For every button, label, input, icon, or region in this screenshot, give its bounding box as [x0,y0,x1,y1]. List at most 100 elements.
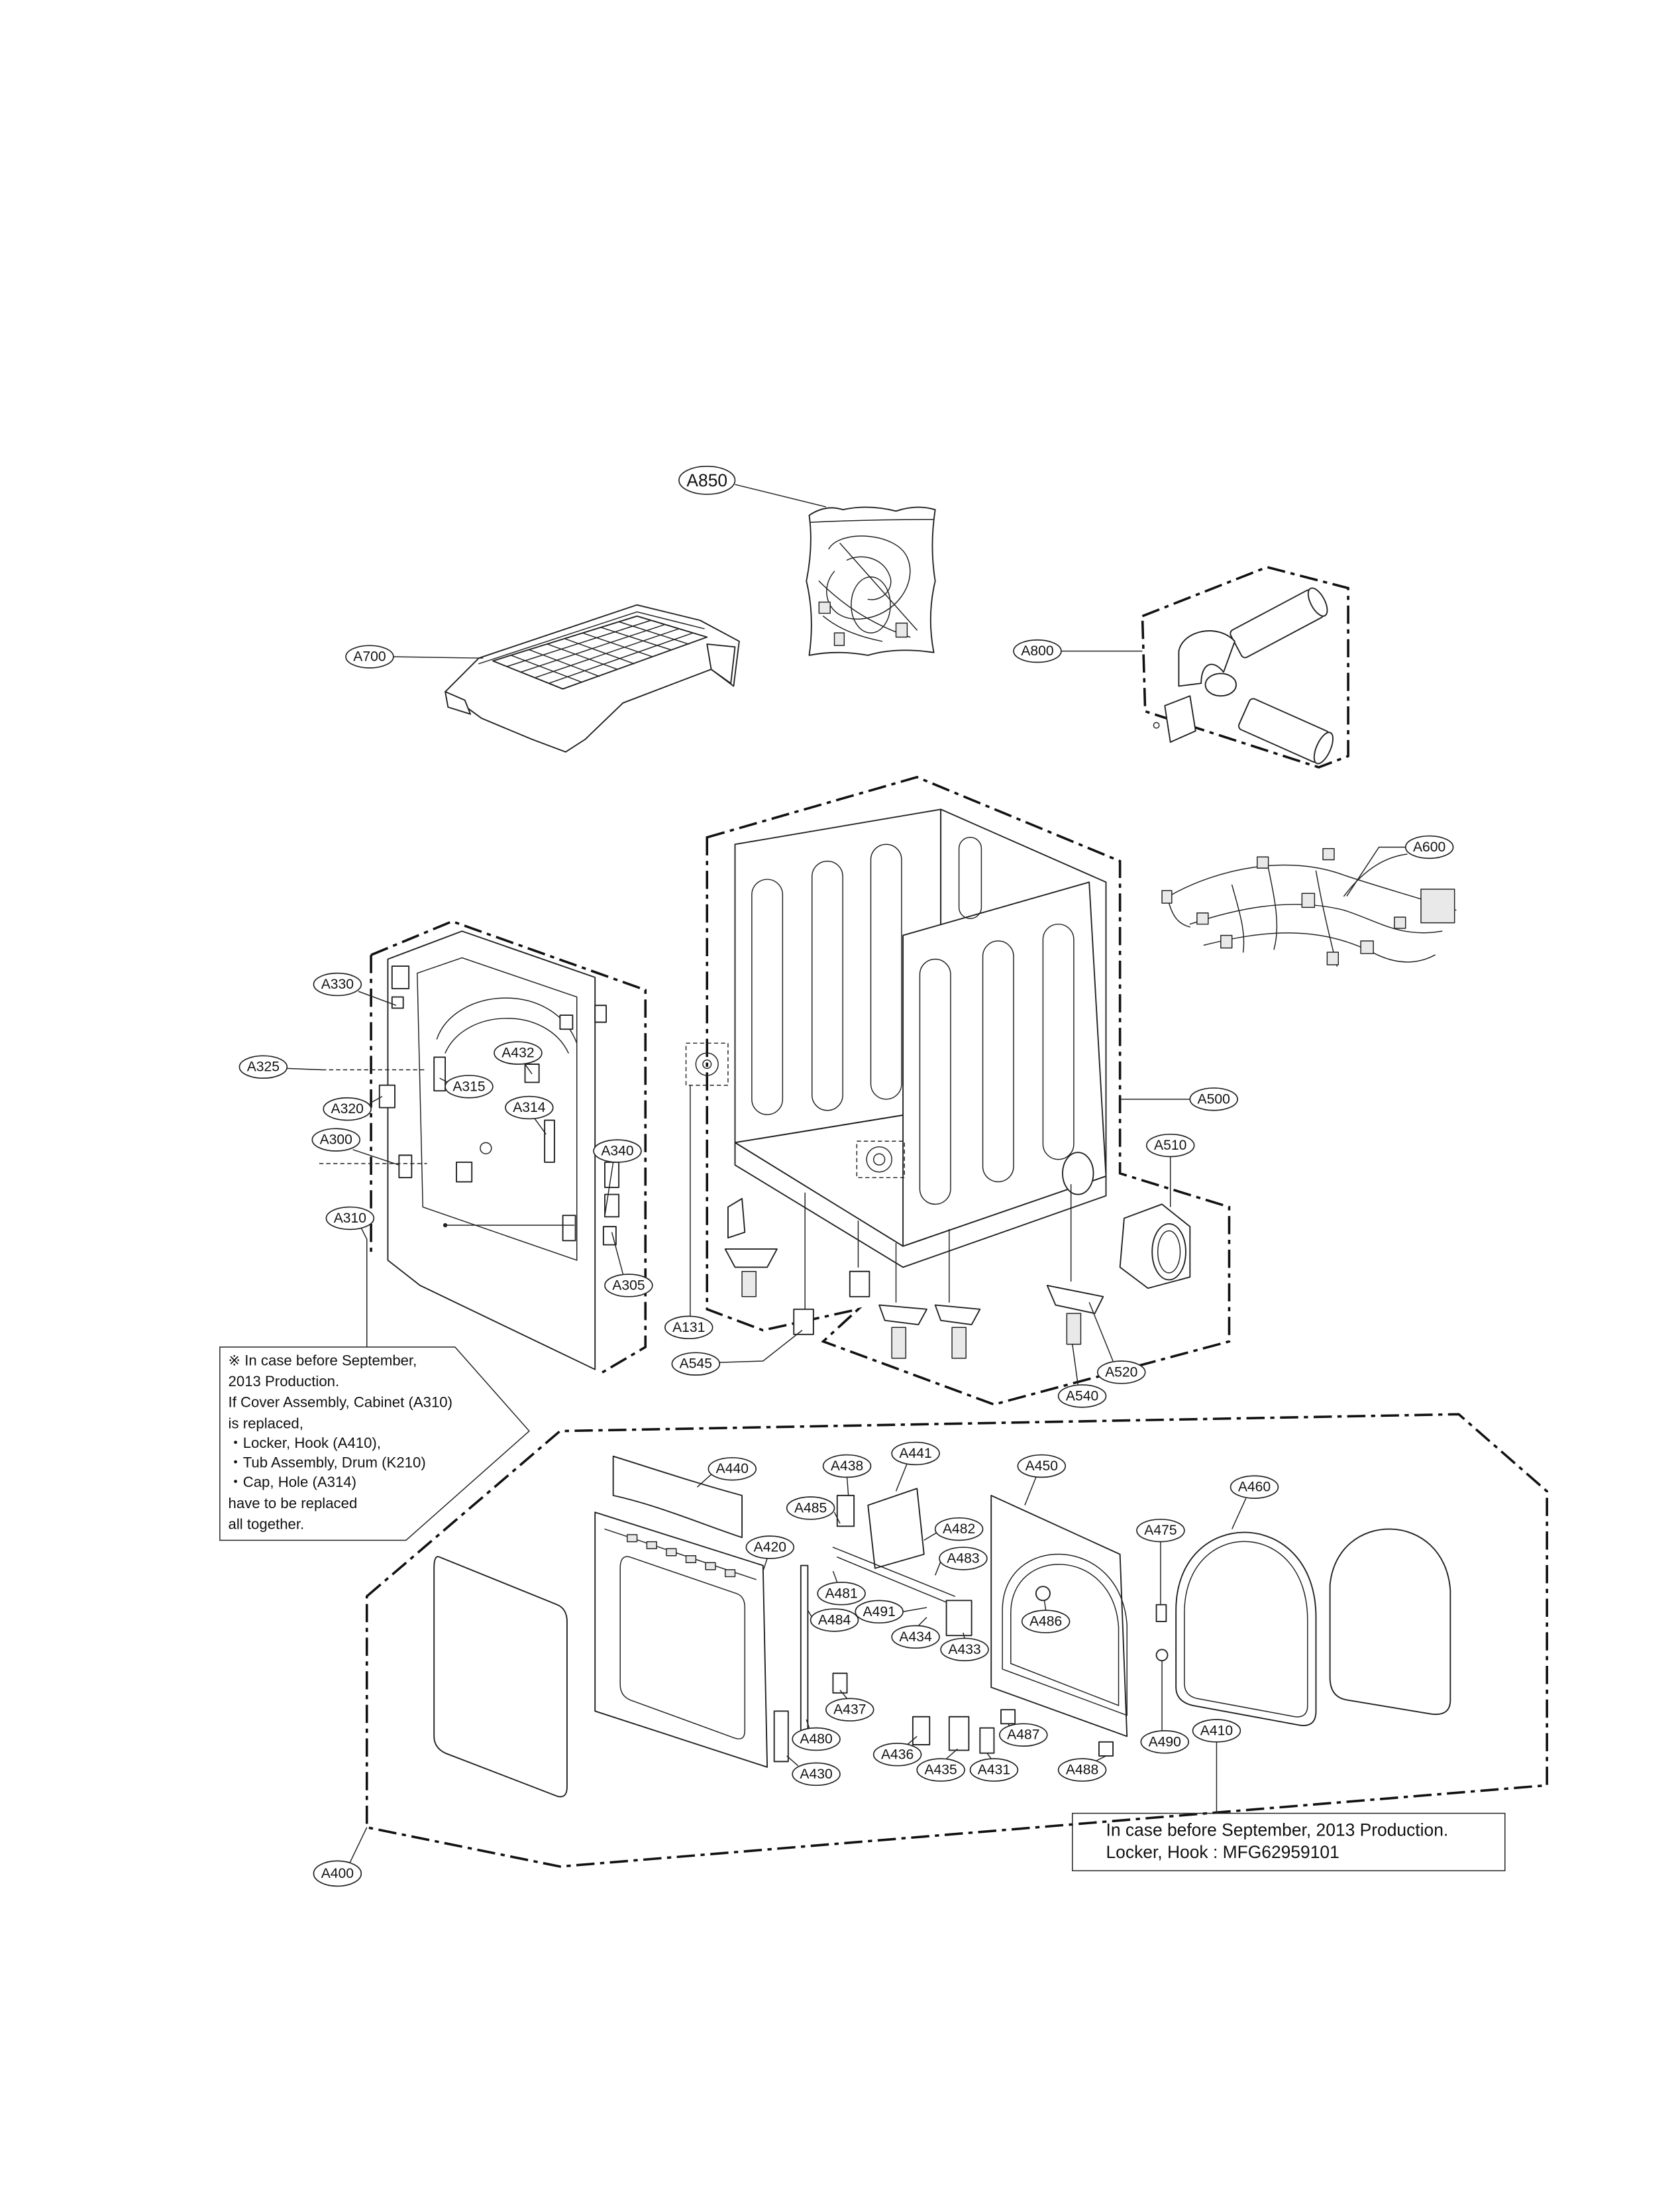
callout-a420: A420 [745,1535,795,1572]
wire-harness [1161,848,1457,967]
callout-a314: A314 [505,1095,554,1135]
callout-a850: A850 [678,465,827,508]
vent-kit [1141,565,1349,769]
callout-label: A490 [1149,1734,1181,1749]
cover-assembly-boundary [370,920,647,1376]
callout-a400: A400 [313,1827,368,1887]
callout-a435: A435 [916,1748,965,1782]
callout-label: A480 [800,1731,832,1747]
callout-label: A320 [331,1101,363,1117]
callout-a410: A410 [1192,1719,1241,1814]
callout-a484: A484 [807,1608,859,1632]
callout-label: A510 [1154,1138,1186,1153]
note-line: In case before September, 2013 Productio… [1106,1820,1449,1839]
parts-bag [806,506,936,656]
callout-label: A545 [680,1356,712,1372]
callout-a325: A325 [238,1055,323,1079]
cabinet-replacement-note: ※ In case before September, 2013 Product… [219,1346,530,1541]
callout-label: A540 [1066,1388,1098,1403]
callout-label: A450 [1025,1458,1058,1474]
callout-label: A491 [863,1604,895,1619]
callout-label: A600 [1413,840,1445,855]
callout-a490: A490 [1140,1661,1190,1754]
callout-a431: A431 [969,1753,1019,1782]
callout-a460: A460 [1230,1475,1279,1529]
callout-label: A481 [825,1586,857,1601]
callout-a436: A436 [872,1735,922,1767]
note-line: 2013 Production. [229,1373,340,1390]
callout-a491: A491 [855,1600,927,1624]
note-line: ・Locker, Hook (A410), [229,1435,381,1451]
note-line: ・Cap, Hole (A314) [229,1474,356,1490]
callout-a305: A305 [604,1232,653,1297]
callout-a540: A540 [1057,1344,1107,1408]
callout-label: A300 [320,1132,352,1148]
callout-label: A314 [513,1100,546,1115]
callout-label: A340 [601,1144,633,1159]
door-assembly [433,1455,1451,1798]
callout-a486: A486 [1021,1600,1071,1633]
note-line: Locker, Hook : MFG62959101 [1106,1842,1339,1862]
callout-a510: A510 [1145,1133,1195,1207]
callout-label: A430 [800,1767,832,1782]
callout-a800: A800 [1013,639,1143,663]
callout-a700: A700 [345,645,484,669]
callout-label: A484 [818,1612,851,1627]
callout-a433: A433 [940,1632,989,1662]
callout-a131: A131 [664,1085,713,1340]
callout-a430: A430 [786,1755,841,1786]
callout-label: A432 [501,1046,534,1061]
callout-a545: A545 [671,1329,803,1376]
callout-label: A431 [978,1763,1010,1778]
callout-label: A437 [833,1702,866,1718]
exhaust-duct [1119,1203,1191,1289]
callout-label: A434 [899,1629,932,1645]
callout-a600: A600 [1346,835,1454,897]
callout-label: A487 [1007,1727,1039,1743]
callout-a441: A441 [891,1441,940,1492]
callout-label: A488 [1066,1763,1098,1778]
callout-label: A410 [1200,1723,1233,1738]
callout-a315: A315 [439,1075,494,1099]
callout-a485: A485 [786,1496,841,1524]
callout-a340: A340 [593,1139,642,1216]
callout-label: A441 [899,1446,931,1461]
callout-label: A482 [943,1521,975,1537]
locker-hook-note: In case before September, 2013 Productio… [1072,1812,1506,1871]
callout-label: A460 [1238,1480,1271,1495]
callout-label: A325 [247,1060,280,1075]
callout-a450: A450 [1017,1454,1067,1506]
callout-label: A440 [716,1461,749,1476]
callout-label: A850 [686,470,727,490]
callout-a500: A500 [1120,1087,1238,1111]
callout-label: A520 [1105,1364,1137,1380]
callout-a310: A310 [325,1206,375,1347]
callout-label: A500 [1198,1091,1230,1107]
callout-label: A420 [754,1540,786,1555]
note-line: If Cover Assembly, Cabinet (A310) [229,1394,452,1411]
callout-label: A315 [452,1079,485,1094]
callout-a482: A482 [923,1517,984,1541]
callout-label: A310 [334,1211,366,1226]
callout-a475: A475 [1136,1518,1185,1605]
drying-rack [445,604,740,753]
note-line: all together. [229,1516,305,1533]
callout-label: A800 [1021,643,1053,659]
callout-a440: A440 [696,1456,757,1488]
callout-label: A436 [881,1747,914,1762]
note-line: is replaced, [229,1415,303,1431]
callout-label: A131 [672,1320,705,1335]
callout-a480: A480 [792,1719,841,1751]
note-line: ※ In case before September, [229,1352,417,1368]
callout-a487: A487 [999,1723,1048,1747]
callout-label: A475 [1144,1523,1177,1538]
callout-a330: A330 [313,972,397,1006]
callout-a300: A300 [311,1128,399,1166]
callout-a520: A520 [1088,1301,1146,1384]
callout-label: A486 [1029,1614,1062,1629]
callout-a437: A437 [825,1690,874,1722]
callout-label: A438 [831,1458,863,1474]
callout-label: A485 [794,1500,827,1515]
callout-label: A700 [353,649,386,665]
